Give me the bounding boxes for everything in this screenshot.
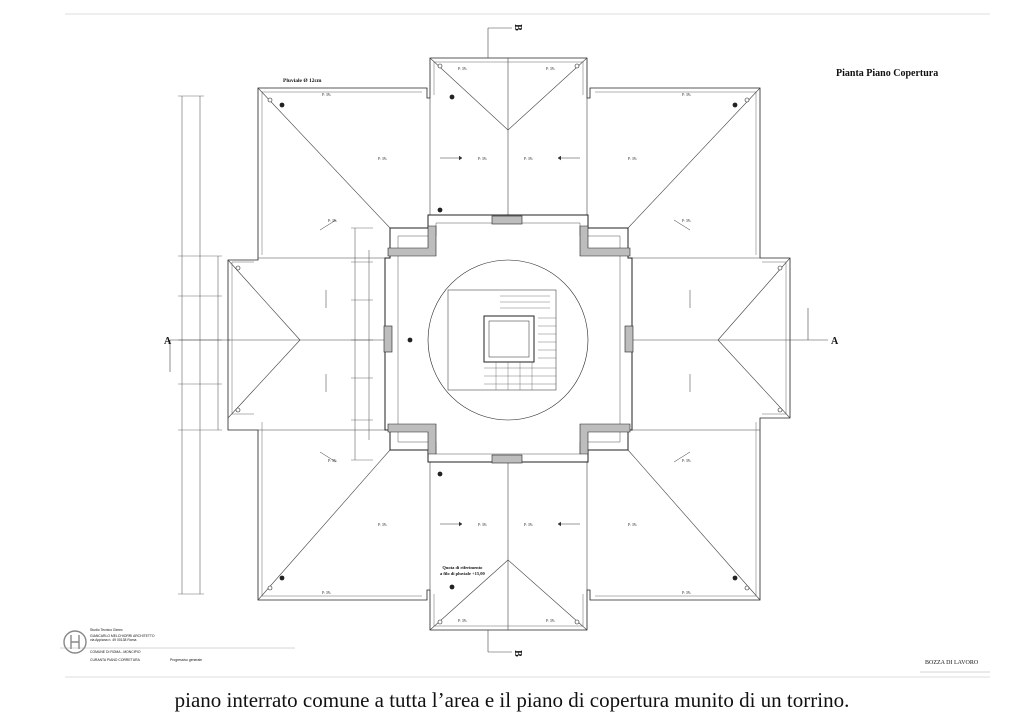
slope-label: P: 3% xyxy=(322,591,331,595)
slope-label: P: 3% xyxy=(524,157,533,161)
studio-address: via Appiana n. 49 00138 Roma xyxy=(90,638,137,642)
slope-label: P: 3% xyxy=(378,157,387,161)
section-marker-left: A xyxy=(164,336,172,347)
architect-name: GIANCARLO MELCHIORRI ARCHITETTO xyxy=(90,634,155,638)
pluviale-note: Pluviale Ø 12cm xyxy=(283,78,322,84)
project-name: CURANTA PIANO CORRETURA xyxy=(90,658,140,662)
slope-label: P: 3% xyxy=(682,93,691,97)
drawing-title: Pianta Piano Copertura xyxy=(836,68,939,79)
roof-outline xyxy=(227,57,791,631)
slope-label: P: 3% xyxy=(378,523,387,527)
slope-label: P: 3% xyxy=(322,93,331,97)
slope-label: P: 3% xyxy=(458,619,467,623)
client-name: COMUNE DI ROMA - MONCIPIO xyxy=(90,650,141,654)
reference-note: Quota di riferimento a filo di pluviale … xyxy=(440,565,485,577)
section-marker-bottom: B xyxy=(511,650,523,657)
studio-name: Studio Tecnico Gimec xyxy=(90,628,123,632)
section-marker-right: A xyxy=(831,336,839,347)
slope-label: P: 3% xyxy=(458,67,467,71)
status-stamp: BOZZA DI LAVORO xyxy=(925,660,979,666)
slope-label: P: 3% xyxy=(682,219,691,223)
slope-label: P: 3% xyxy=(546,67,555,71)
project-phase: Progressivo generale xyxy=(170,658,203,662)
tower xyxy=(384,214,633,463)
title-block: Studio Tecnico Gimec GIANCARLO MELCHIORR… xyxy=(60,624,300,672)
slope-label: P: 3% xyxy=(478,523,487,527)
slope-label: P: 3% xyxy=(478,157,487,161)
studio-logo xyxy=(63,630,87,654)
slope-label: P: 3% xyxy=(328,219,337,223)
section-marker-top: B xyxy=(511,24,523,31)
slope-label: P: 3% xyxy=(328,459,337,463)
reference-note-line1: Quota di riferimento xyxy=(442,565,483,570)
slope-label: P: 3% xyxy=(628,523,637,527)
slope-label: P: 3% xyxy=(682,459,691,463)
slope-label: P: 3% xyxy=(524,523,533,527)
reference-note-line2: a filo di pluviale +15,00 xyxy=(440,571,485,576)
slope-label: P: 3% xyxy=(628,157,637,161)
slope-label: P: 3% xyxy=(682,591,691,595)
slope-label: P: 3% xyxy=(546,619,555,623)
caption: piano interrato comune a tutta l’area e … xyxy=(174,688,850,712)
